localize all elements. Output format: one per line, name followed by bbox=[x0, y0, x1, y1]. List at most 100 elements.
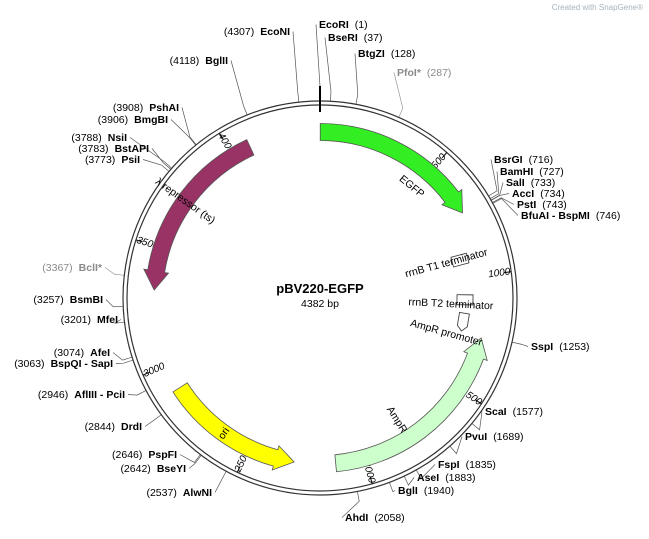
site-pshai[interactable]: PshAI(3908) bbox=[113, 102, 179, 114]
site-leader bbox=[292, 31, 300, 103]
site-bmgbi[interactable]: BmgBI(3906) bbox=[98, 114, 168, 126]
site-bseyi[interactable]: BseYI(2642) bbox=[120, 463, 186, 475]
site-name: AflIII - PciI bbox=[74, 389, 125, 401]
site-position: (2642) bbox=[120, 463, 150, 475]
site-bstapi[interactable]: BstAPI(3783) bbox=[78, 143, 149, 155]
site-econi[interactable]: EcoNI(4307) bbox=[224, 26, 290, 38]
site-leader bbox=[144, 414, 162, 427]
site-position: (2058) bbox=[374, 512, 404, 524]
site-position: (4118) bbox=[170, 55, 200, 67]
site-acci[interactable]: AccI (734) bbox=[512, 188, 565, 200]
site-name: PfoI* bbox=[397, 67, 422, 79]
site-leader bbox=[181, 107, 197, 145]
feature-label: ori bbox=[216, 425, 233, 441]
site-name: AccI bbox=[512, 188, 534, 200]
feature-rrnb-t2-terminator[interactable] bbox=[456, 294, 474, 306]
site-leader bbox=[341, 491, 360, 518]
site-bgli[interactable]: BglI(1940) bbox=[398, 485, 454, 497]
site-bfuai-bspmi[interactable]: BfuAI - BspMI(746) bbox=[521, 210, 620, 222]
site-name: BsrGI bbox=[494, 154, 523, 166]
site-position: (733) bbox=[531, 177, 556, 189]
site-fspi[interactable]: FspI(1835) bbox=[438, 459, 496, 471]
site-position: (3906) bbox=[98, 114, 128, 126]
site-bsmbi[interactable]: BsmBI(3257) bbox=[33, 294, 103, 306]
feature-label: AmpR bbox=[384, 404, 410, 435]
site-leader bbox=[488, 159, 498, 197]
site-bsrgi[interactable]: BsrGI (716) bbox=[494, 154, 553, 166]
feature-ampr-promoter[interactable] bbox=[456, 311, 470, 332]
site-name: PshAI bbox=[149, 102, 179, 114]
site-bseri[interactable]: BseRI(37) bbox=[328, 32, 382, 44]
feature-ori[interactable] bbox=[172, 382, 295, 471]
site-name: PvuI bbox=[465, 431, 487, 443]
site-position: (3063) bbox=[14, 358, 44, 370]
feature-shape bbox=[456, 294, 474, 306]
site-sspi[interactable]: SspI(1253) bbox=[531, 341, 590, 353]
site-position: (287) bbox=[427, 67, 452, 79]
site-mfei[interactable]: MfeI(3201) bbox=[61, 314, 118, 326]
site-leader bbox=[127, 390, 147, 396]
site-psti[interactable]: PstI(743) bbox=[517, 199, 567, 211]
site-asei[interactable]: AseI(1883) bbox=[417, 472, 476, 484]
site-pvui[interactable]: PvuI(1689) bbox=[465, 431, 524, 443]
site-afei[interactable]: AfeI(3074) bbox=[54, 347, 110, 359]
site-pspfi[interactable]: PspFI(2646) bbox=[112, 449, 177, 461]
site-name: DrdI bbox=[121, 421, 142, 433]
site-position: (2946) bbox=[38, 389, 68, 401]
site-position: (3367) bbox=[42, 262, 72, 274]
site-pfoi[interactable]: PfoI* (287) bbox=[397, 67, 451, 79]
site-position: (2537) bbox=[146, 487, 176, 499]
site-alwni[interactable]: AlwNI(2537) bbox=[146, 487, 212, 499]
feature-ampr[interactable] bbox=[334, 337, 488, 473]
bp-tick-mark bbox=[142, 371, 150, 376]
site-drdi[interactable]: DrdI(2844) bbox=[85, 421, 142, 433]
site-leader bbox=[112, 352, 133, 361]
site-name: PsiI bbox=[121, 154, 140, 166]
feature-shape bbox=[172, 382, 295, 471]
site-name: BseRI bbox=[328, 32, 358, 44]
site-leader bbox=[129, 137, 173, 169]
site-ecori[interactable]: EcoRI(1) bbox=[319, 19, 368, 31]
site-leader bbox=[490, 193, 510, 201]
site-ahdi[interactable]: AhdI (2058) bbox=[345, 512, 405, 524]
site-scai[interactable]: ScaI(1577) bbox=[485, 406, 543, 418]
site-bspqi-sapi[interactable]: BspQI - SapI (3063) bbox=[14, 358, 113, 370]
site-leader bbox=[324, 37, 332, 102]
feature-label: rrnB T2 terminator bbox=[408, 296, 494, 312]
site-leader bbox=[170, 119, 197, 146]
site-bamhi[interactable]: BamHI(727) bbox=[500, 166, 564, 178]
site-leader bbox=[389, 482, 396, 493]
site-position: (734) bbox=[540, 188, 565, 200]
site-bglii[interactable]: BglII(4118) bbox=[170, 55, 228, 67]
site-position: (716) bbox=[529, 154, 554, 166]
site-position: (128) bbox=[391, 48, 416, 60]
site-leader-lines bbox=[104, 24, 529, 518]
feature-shape bbox=[334, 337, 488, 473]
site-name: BglI bbox=[398, 485, 418, 497]
site-nsii[interactable]: NsiI(3788) bbox=[71, 132, 127, 144]
site-position: (3788) bbox=[71, 132, 101, 144]
site-name: ScaI bbox=[485, 406, 507, 418]
feature-egfp[interactable] bbox=[319, 123, 463, 214]
feature--repressor-ts[interactable] bbox=[143, 139, 255, 291]
site-btgzi[interactable]: BtgZI(128) bbox=[358, 48, 415, 60]
site-leader bbox=[393, 72, 404, 118]
site-name: BclI* bbox=[79, 262, 103, 274]
feature-rrnb-t1-terminator[interactable] bbox=[450, 252, 470, 268]
site-afliii-pcii[interactable]: AflIII - PciI (2946) bbox=[38, 389, 125, 401]
site-position: (4307) bbox=[224, 26, 254, 38]
site-name: AhdI bbox=[345, 512, 368, 524]
bp-tick-mark bbox=[504, 271, 512, 274]
site-name: EcoRI bbox=[319, 19, 349, 31]
plasmid-name: pBV220-EGFP bbox=[276, 281, 364, 296]
site-sali[interactable]: SalI (733) bbox=[506, 177, 555, 189]
site-name: SalI bbox=[506, 177, 525, 189]
site-bcli[interactable]: BclI* (3367) bbox=[42, 262, 103, 274]
site-name: BstAPI bbox=[115, 143, 150, 155]
site-psii[interactable]: PsiI(3773) bbox=[85, 154, 140, 166]
plasmid-size: 4382 bp bbox=[301, 298, 339, 310]
bp-tick-mark bbox=[369, 476, 373, 484]
site-name: BspQI - SapI bbox=[51, 358, 114, 370]
site-leader bbox=[188, 455, 202, 469]
